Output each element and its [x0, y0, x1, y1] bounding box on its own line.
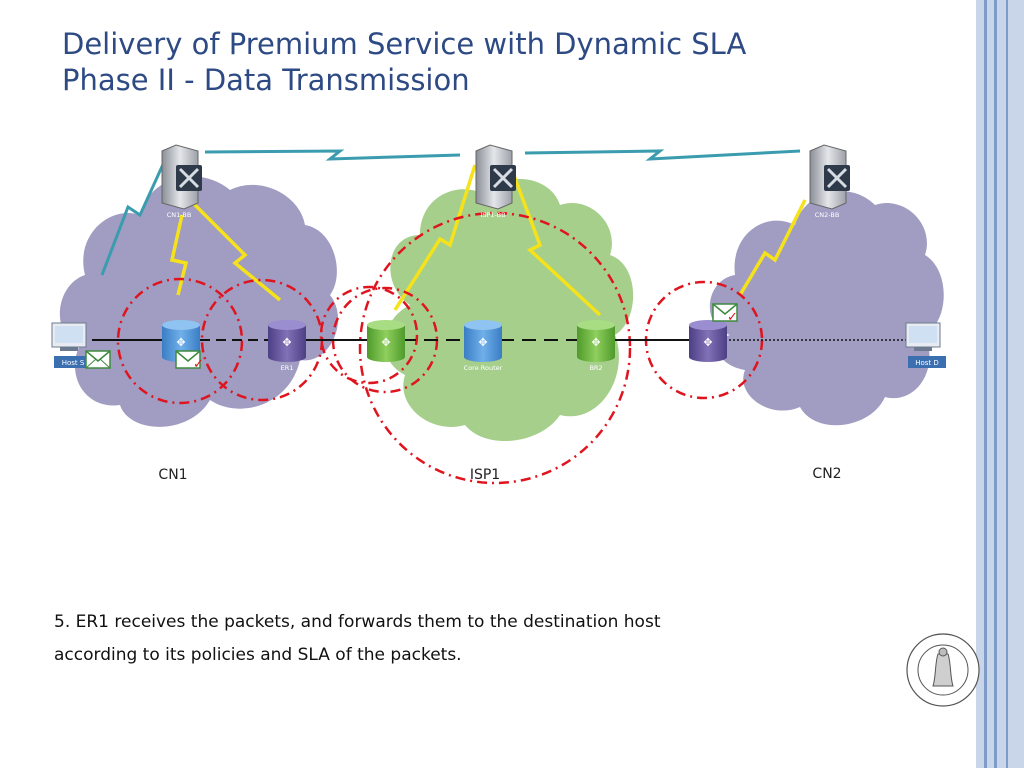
router-br1[interactable]: ✥ BR1	[367, 320, 405, 372]
router-label: BR1	[379, 364, 392, 372]
router-label: ER1	[702, 364, 715, 372]
router-cn1-er1[interactable]: ✥ ER1	[268, 320, 306, 372]
router-arrows-icon: ✥	[282, 337, 291, 349]
slide-title: Delivery of Premium Service with Dynamic…	[62, 26, 942, 98]
server-label: CN1-BB	[167, 211, 192, 219]
university-seal-logo	[906, 633, 980, 707]
host-source[interactable]: Host S	[51, 322, 92, 368]
host-destination[interactable]: Host D	[905, 322, 946, 368]
decorative-side-bar	[976, 0, 1024, 768]
title-line-1: Delivery of Premium Service with Dynamic…	[62, 27, 747, 61]
host-label: Host D	[915, 359, 939, 367]
signaling-links	[100, 149, 801, 276]
server-isp1-bb[interactable]: ISP1-BB	[475, 144, 516, 219]
router-arrows-icon: ✥	[591, 337, 600, 349]
caption-line-1: 5. ER1 receives the packets, and forward…	[54, 612, 661, 632]
packet-envelope-icon	[85, 350, 111, 369]
packet-envelope-icon: ✓	[712, 303, 738, 324]
cloud-label-cn2: CN2	[812, 466, 841, 482]
server-label: ISP1-BB	[480, 211, 505, 219]
router-label: BR2	[589, 364, 602, 372]
host-label: Host S	[62, 359, 85, 367]
caption-line-2: according to its policies and SLA of the…	[54, 645, 462, 665]
checkmark-icon: ✓	[193, 356, 204, 371]
server-label: CN2-BB	[815, 211, 840, 219]
title-line-2: Phase II - Data Transmission	[62, 63, 470, 97]
server-cn2-bb[interactable]: CN2-BB	[809, 144, 850, 219]
router-label: ER1	[281, 364, 294, 372]
checkmark-icon: ✓	[727, 309, 738, 324]
router-label: Core Router	[464, 364, 503, 372]
server-cn1-bb[interactable]: CN1-BB	[161, 144, 202, 219]
router-cn2-er1[interactable]: ✥ ER1	[689, 320, 727, 372]
router-core[interactable]: ✥ Core Router	[464, 320, 503, 372]
cn1-cloud	[59, 176, 339, 427]
cloud-label-isp1: ISP1	[470, 467, 500, 483]
router-arrows-icon: ✥	[478, 337, 487, 349]
router-br2[interactable]: ✥ BR2	[577, 320, 615, 372]
cloud-label-cn1: CN1	[158, 467, 187, 483]
router-arrows-icon: ✥	[176, 337, 185, 349]
packet-envelope-icon: ✓	[175, 350, 204, 371]
router-arrows-icon: ✥	[703, 337, 712, 349]
cn2-cloud	[709, 191, 944, 426]
router-arrows-icon: ✥	[381, 337, 390, 349]
network-diagram: CN1-BB ISP1-BB CN2-BB ✥ ✥ ER1	[51, 144, 946, 485]
